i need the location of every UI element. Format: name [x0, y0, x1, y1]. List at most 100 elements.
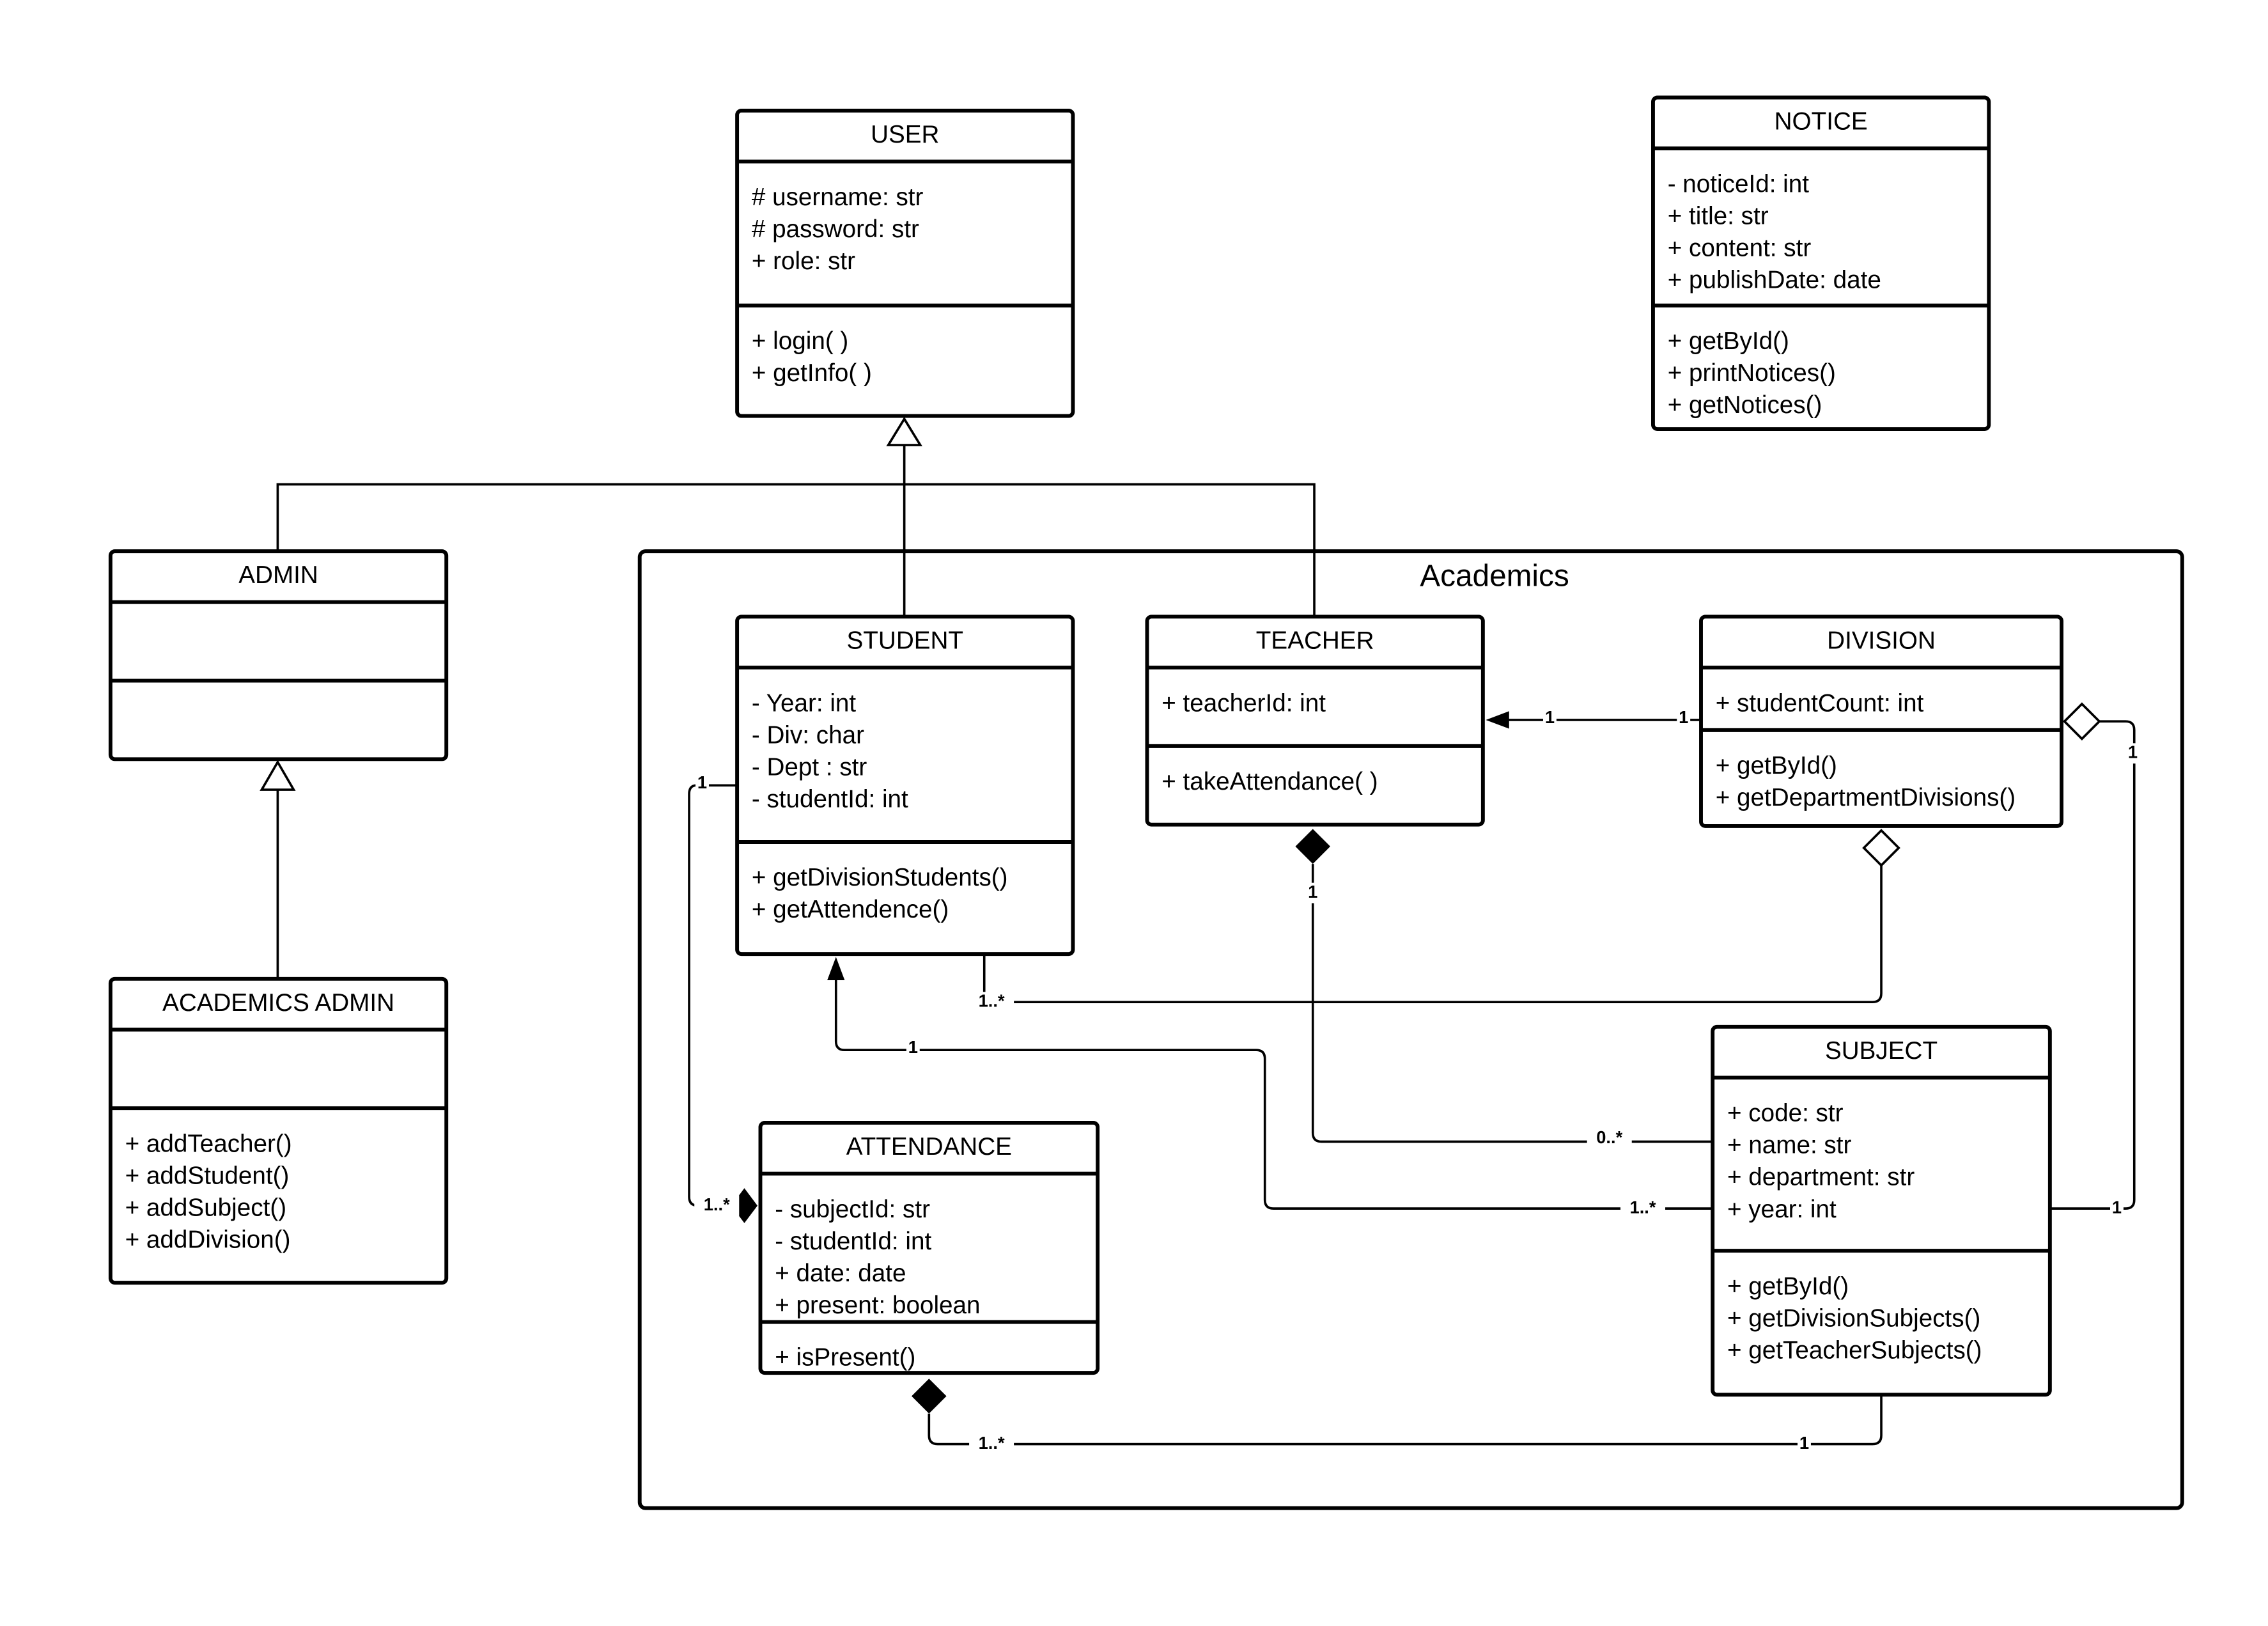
- aggregation-diamond-division-bottom: [1862, 829, 1900, 867]
- generalization-arrow-admin: [260, 760, 296, 791]
- multiplicity-label: 1: [908, 1037, 918, 1057]
- class-admin[interactable]: ADMIN: [108, 549, 449, 762]
- multiplicity-label: 1: [1308, 882, 1317, 902]
- method: + isPresent(): [775, 1344, 915, 1372]
- multiplicity-label: 1..*: [1630, 1197, 1656, 1217]
- method: + getNotices(): [1668, 391, 1822, 419]
- class-name: USER: [871, 121, 939, 148]
- class-student[interactable]: STUDENT- Year: int- Div: char- Dept : st…: [735, 614, 1075, 957]
- class-attendance[interactable]: ATTENDANCE - subjectId: str - studentId: i…: [758, 1120, 1100, 1375]
- label-background: [1798, 1434, 1811, 1455]
- attribute: + department: str: [1727, 1164, 1915, 1191]
- class-box: [735, 614, 1075, 957]
- class-box: [108, 976, 449, 1285]
- class-name: NOTICE: [1775, 108, 1868, 136]
- method: + getInfo( ): [752, 359, 872, 387]
- attribute: + present: boolean: [775, 1292, 980, 1319]
- multiplicity-label: 1: [2128, 742, 2138, 762]
- multiplicity-label: 1: [2112, 1197, 2122, 1217]
- aggregation-diamond-division-right: [2063, 702, 2101, 741]
- generalization-line-admin-user[interactable]: [276, 483, 1316, 617]
- attribute: + name: str: [1727, 1132, 1852, 1159]
- method: + getAttendence(): [752, 896, 949, 923]
- multiplicity-label: 1..*: [704, 1194, 730, 1214]
- attribute: + content: str: [1668, 234, 1812, 262]
- multiplicity-label: 1..*: [979, 1433, 1005, 1453]
- composition-teacher-subject[interactable]: [1311, 864, 1713, 1143]
- connectors: [260, 416, 2136, 1446]
- composition-diamond-teacher: [1295, 829, 1331, 864]
- multiplicity-label: 1: [1799, 1433, 1809, 1453]
- arrowhead-teacher: [1486, 711, 1509, 729]
- generalization-arrow-user: [886, 416, 922, 446]
- aggregation-division-subject[interactable]: [2049, 720, 2136, 1210]
- method: + getById(): [1727, 1272, 1849, 1300]
- class-academics-admin[interactable]: ACADEMICS ADMIN + addTeacher() + addStuden…: [108, 976, 449, 1285]
- label-background: [695, 774, 709, 794]
- attribute: + title: str: [1668, 202, 1769, 230]
- method: + addTeacher(): [125, 1130, 292, 1157]
- label-background: [1306, 882, 1320, 903]
- attribute: + teacherId: int: [1161, 689, 1326, 717]
- composition-student-attendance[interactable]: [688, 784, 738, 1207]
- attribute: - Year: int: [752, 689, 857, 717]
- academics-package-label: Academics: [1420, 559, 1569, 593]
- label-background: [906, 1038, 920, 1059]
- label-background: [2126, 743, 2140, 764]
- attribute: # username: str: [752, 184, 924, 211]
- multiplicity-label: 1: [697, 772, 707, 792]
- method: + printNotices(): [1668, 359, 1836, 387]
- multiplicity-label: 1: [1679, 707, 1688, 727]
- class-user[interactable]: USER # username: str # password: str + role…: [735, 109, 1075, 418]
- class-name: SUBJECT: [1825, 1037, 1938, 1065]
- label-background: [2110, 1198, 2124, 1219]
- class-notice[interactable]: NOTICE- noticeId: int+ title: str+ conte…: [1651, 95, 1991, 432]
- attribute: - Dept : str: [752, 753, 867, 781]
- arrowhead-student: [827, 957, 845, 981]
- aggregation-division-student[interactable]: [983, 865, 1883, 1003]
- composition-diamond-attendance-bottom: [912, 1379, 947, 1414]
- class-name: ACADEMICS ADMIN: [162, 989, 394, 1017]
- attribute: + date: date: [775, 1260, 906, 1287]
- class-box: [735, 109, 1075, 418]
- attribute: - studentId: int: [775, 1228, 931, 1255]
- class-name: TEACHER: [1256, 627, 1374, 654]
- method: + addDivision(): [125, 1226, 291, 1254]
- multiplicity-label: 1: [1545, 707, 1555, 727]
- association-subject-student[interactable]: [834, 977, 1713, 1210]
- label-background: [1543, 708, 1557, 729]
- attribute: + role: str: [752, 247, 855, 275]
- academics-package-frame[interactable]: Academics: [637, 549, 2184, 1510]
- classes: USER # username: str # password: str + role…: [108, 95, 2063, 1397]
- attribute: # password: str: [752, 215, 919, 243]
- method: + getDepartmentDivisions(): [1716, 784, 2016, 811]
- method: + getById(): [1716, 752, 1837, 779]
- method: + addSubject(): [125, 1194, 287, 1221]
- multiplicity-label: 1..*: [979, 990, 1005, 1010]
- attribute: + studentCount: int: [1716, 689, 1924, 717]
- class-name: ATTENDANCE: [846, 1133, 1012, 1161]
- label-background: [1587, 1129, 1632, 1149]
- class-box: [758, 1120, 1100, 1375]
- method: + takeAttendance( ): [1161, 768, 1378, 795]
- label-background: [694, 1195, 740, 1216]
- class-name: ADMIN: [238, 561, 318, 589]
- multiplicity-labels: 1 1 1 1 1..* 1 0..* 1 1..* 1 1..* 1..* 1: [694, 707, 2140, 1455]
- attribute: + code: str: [1727, 1100, 1844, 1127]
- method: + addStudent(): [125, 1162, 290, 1189]
- attribute: - studentId: int: [752, 785, 908, 813]
- class-teacher[interactable]: TEACHER + teacherId: int + takeAttendance(…: [1145, 614, 1485, 827]
- method: + login( ): [752, 327, 848, 355]
- label-background: [1677, 708, 1691, 729]
- class-division[interactable]: DIVISION + studentCount: int + getById() + …: [1699, 614, 2063, 828]
- attribute: - subjectId: str: [775, 1196, 930, 1223]
- class-box: [1711, 1024, 2052, 1397]
- class-box: [1651, 95, 1991, 432]
- multiplicity-label: 0..*: [1596, 1127, 1622, 1147]
- method: + getDivisionSubjects(): [1727, 1304, 1980, 1332]
- method: + getById(): [1668, 327, 1789, 355]
- class-subject[interactable]: SUBJECT + code: str + name: str + departmen…: [1711, 1024, 2052, 1397]
- class-name: DIVISION: [1827, 627, 1936, 654]
- composition-attendance-subject[interactable]: [928, 1395, 1883, 1446]
